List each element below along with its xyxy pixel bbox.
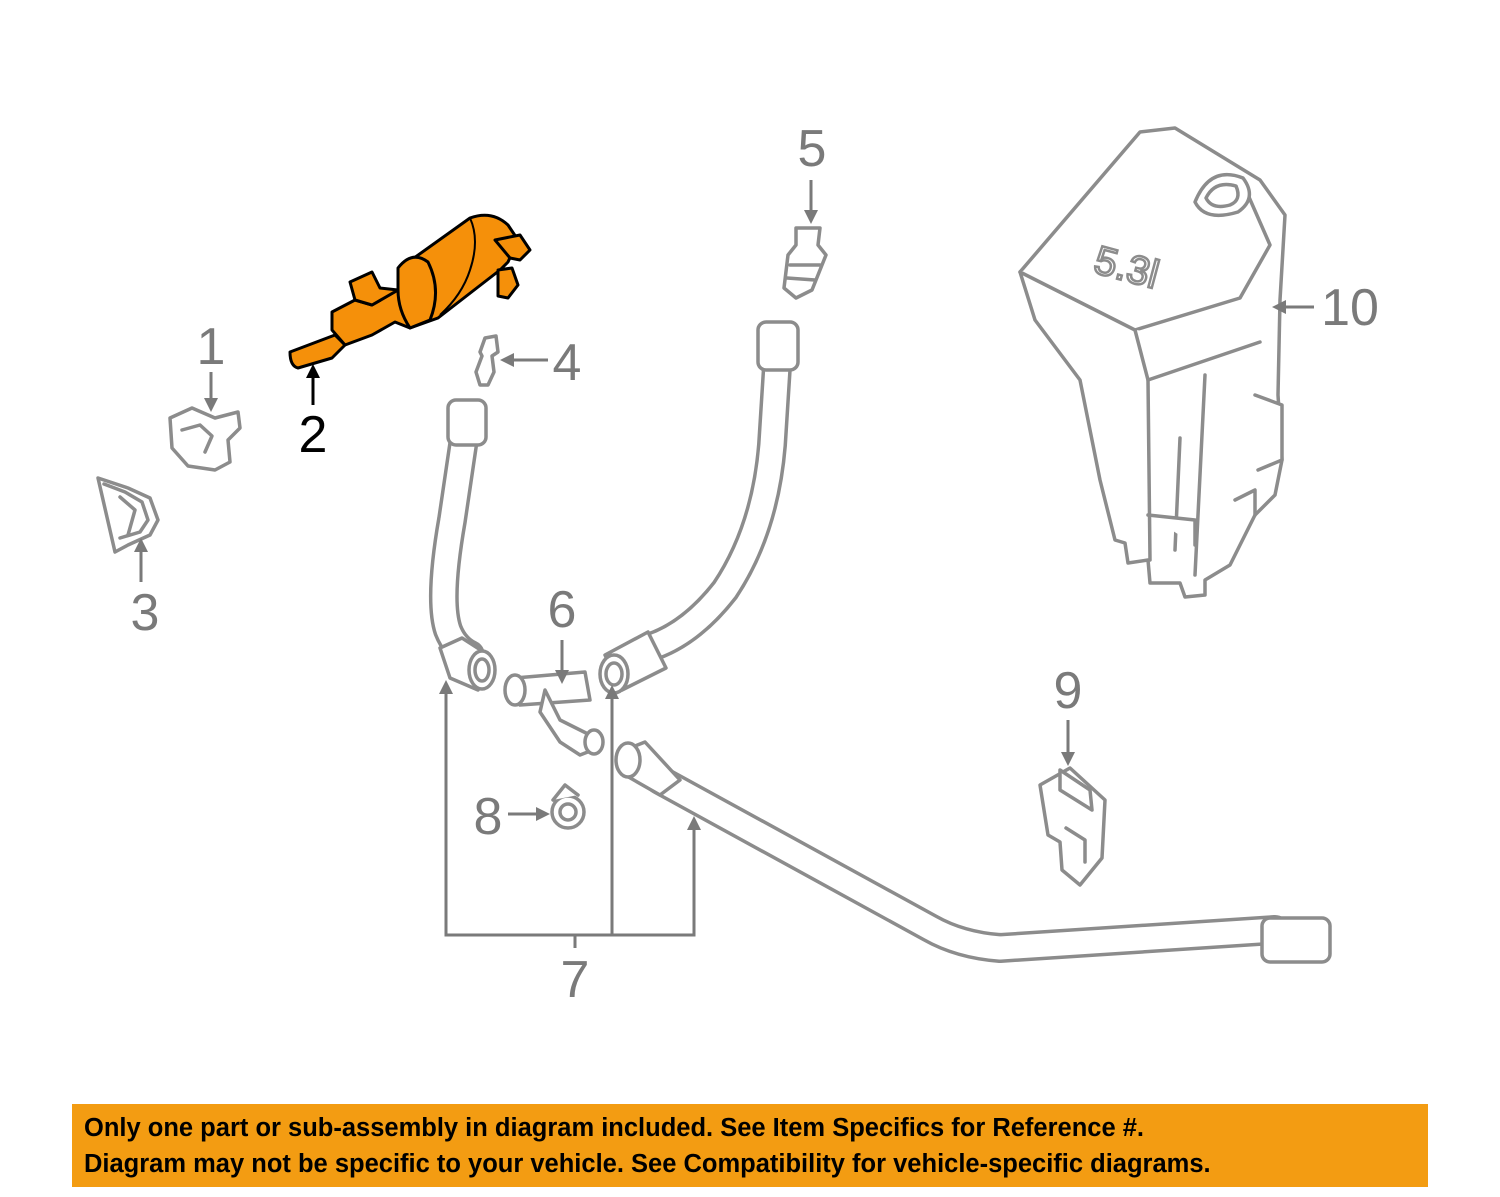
leader-2 <box>306 364 320 405</box>
clip-part-1 <box>168 406 242 472</box>
callout-6: 6 <box>548 581 577 639</box>
washer-pump-part-2 <box>288 213 532 370</box>
grommet-part-3 <box>96 476 160 554</box>
callout-2: 2 <box>299 406 328 464</box>
tee-connector-part-6 <box>503 670 605 757</box>
callout-5: 5 <box>798 120 827 178</box>
leader-5 <box>804 180 818 224</box>
leader-8 <box>508 807 550 821</box>
retaining-clip-part-9 <box>1038 766 1107 887</box>
disclaimer-banner: Only one part or sub-assembly in diagram… <box>72 1104 1428 1187</box>
leader-7 <box>439 680 701 948</box>
callout-9: 9 <box>1054 662 1083 720</box>
leader-6 <box>555 640 569 684</box>
callout-1: 1 <box>197 318 226 376</box>
hose-lower-long <box>614 740 1332 964</box>
callout-10: 10 <box>1321 279 1379 337</box>
leader-10 <box>1272 300 1314 314</box>
callout-7: 7 <box>561 951 590 1009</box>
washer-reservoir-part-10: 5.3l <box>1018 126 1287 599</box>
disclaimer-line-1: Only one part or sub-assembly in diagram… <box>84 1114 1144 1142</box>
connector-part-5 <box>782 226 828 300</box>
hose-left <box>428 398 497 692</box>
hose-upper-right <box>598 320 800 695</box>
leader-9 <box>1061 720 1075 766</box>
leader-1 <box>204 372 218 412</box>
callout-4: 4 <box>553 334 582 392</box>
callout-8: 8 <box>474 788 503 846</box>
check-valve-part-4 <box>474 334 500 387</box>
disclaimer-line-2: Diagram may not be specific to your vehi… <box>84 1150 1211 1178</box>
leader-4 <box>500 353 548 367</box>
parts-diagram: 5.3l <box>96 120 1379 1009</box>
leader-3 <box>134 538 148 582</box>
callout-3: 3 <box>131 584 160 642</box>
clamp-part-8 <box>550 783 586 830</box>
